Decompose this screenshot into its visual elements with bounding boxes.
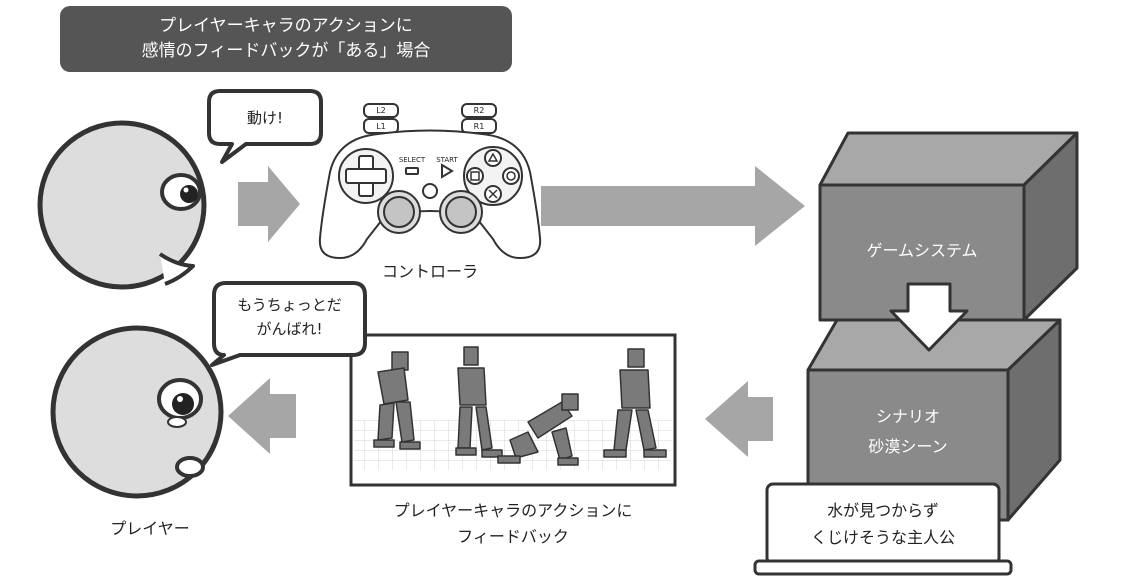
arrow-system-to-scenario bbox=[889, 282, 969, 352]
controller-illustration bbox=[318, 103, 542, 260]
controller-l1-label: L1 bbox=[376, 122, 386, 131]
arrow-scenario-to-feedback bbox=[705, 381, 773, 457]
scenario-note-line-1: 水が見つからず bbox=[827, 501, 939, 520]
arrow-controller-to-system bbox=[541, 166, 805, 246]
player-label: プレイヤー bbox=[110, 519, 190, 538]
scenario-note-text: 水が見つからず くじけそうな主人公 bbox=[767, 497, 999, 551]
speech-bottom-line-2: がんばれ! bbox=[256, 320, 323, 338]
title-line-2: 感情のフィードバックが「ある」場合 bbox=[141, 41, 431, 61]
controller-label: コントローラ bbox=[381, 262, 478, 281]
controller-select-label: SELECT bbox=[398, 156, 426, 164]
feedback-caption: プレイヤーキャラのアクションに フィードバック bbox=[351, 498, 675, 550]
arrow-player-to-controller bbox=[238, 166, 300, 242]
title-line-1: プレイヤーキャラのアクションに bbox=[159, 16, 413, 36]
controller-r2-label: R2 bbox=[473, 106, 485, 115]
scenario-note-card bbox=[753, 482, 1013, 576]
feedback-caption-line-2: フィードバック bbox=[457, 527, 569, 546]
player-face-bottom bbox=[50, 325, 224, 499]
scenario-line-1: シナリオ bbox=[875, 407, 940, 426]
controller-start-label: START bbox=[436, 156, 458, 164]
game-system-label: ゲームシステム bbox=[866, 241, 978, 260]
player-face-top bbox=[37, 120, 207, 290]
title-banner: プレイヤーキャラのアクションに 感情のフィードバックが「ある」場合 bbox=[60, 6, 512, 72]
feedback-caption-line-1: プレイヤーキャラのアクションに bbox=[393, 501, 633, 520]
arrow-feedback-to-player bbox=[228, 378, 296, 454]
speech-text-bottom: もうちょっとだ がんばれ! bbox=[214, 293, 365, 341]
feedback-animation-frame bbox=[349, 333, 677, 487]
character-poses bbox=[373, 346, 667, 466]
scenario-note-line-2: くじけそうな主人公 bbox=[810, 528, 955, 547]
speech-bubble-top bbox=[207, 89, 323, 164]
controller-l2-label: L2 bbox=[376, 106, 386, 115]
speech-text-top: 動け! bbox=[246, 109, 283, 127]
scenario-line-2: 砂漠シーン bbox=[868, 437, 948, 456]
scenario-label: シナリオ 砂漠シーン bbox=[808, 402, 1008, 462]
speech-bottom-line-1: もうちょっとだ bbox=[237, 296, 342, 314]
game-system-box bbox=[818, 131, 1079, 322]
speech-bubble-bottom bbox=[210, 281, 367, 367]
controller-r1-label: R1 bbox=[473, 122, 485, 131]
